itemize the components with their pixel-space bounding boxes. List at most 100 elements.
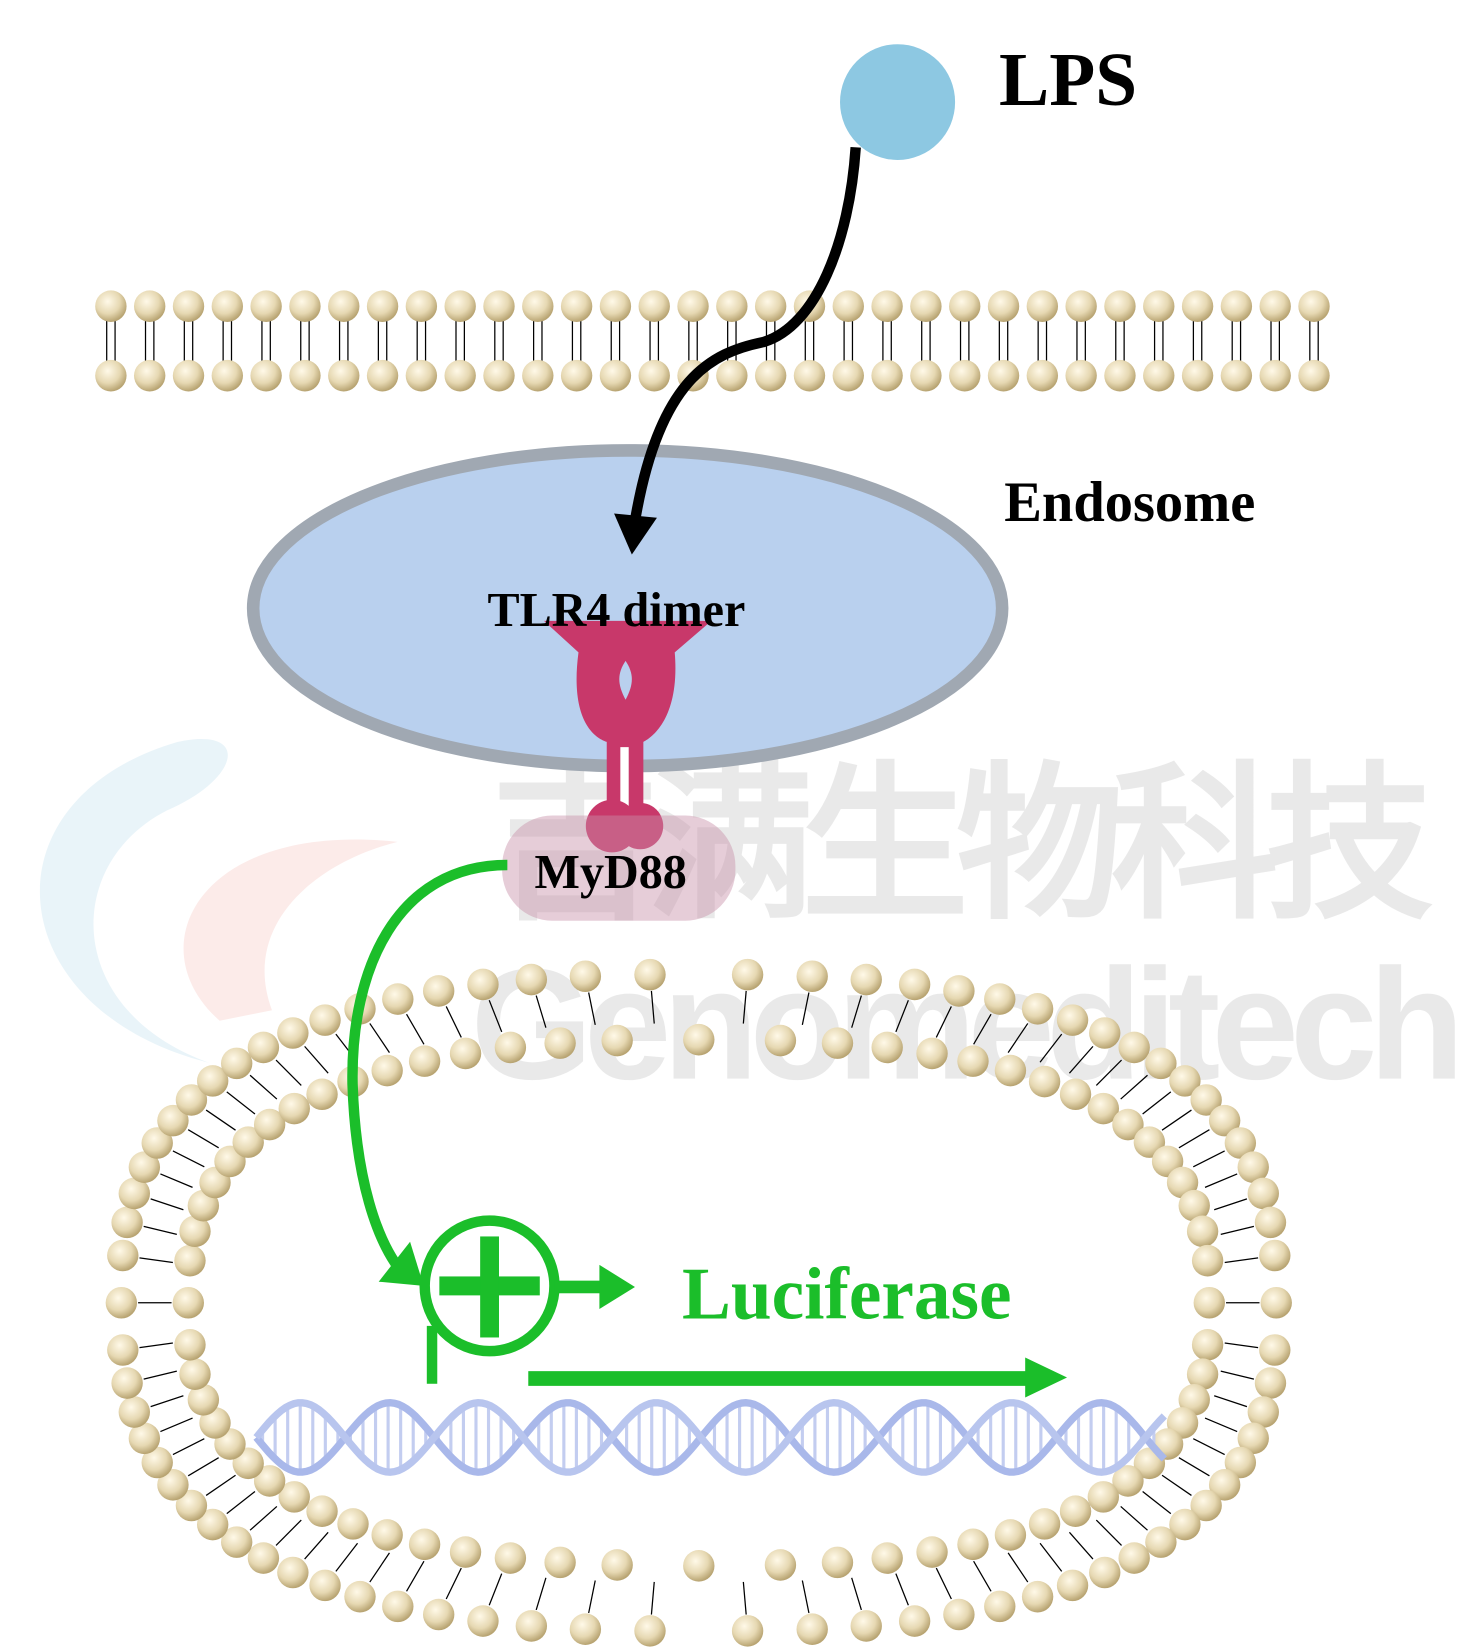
lipid-head [408, 1045, 441, 1077]
lipid-head [1259, 1334, 1291, 1366]
lipid-head [638, 359, 670, 392]
lipid-tail [335, 1542, 359, 1572]
lipid-tail [275, 1519, 302, 1546]
watermark-en: Genomeditech [471, 937, 1465, 1113]
lipid-head [1087, 1481, 1120, 1513]
lipid-head [309, 1004, 341, 1036]
lipid-head [1143, 290, 1175, 323]
lipid-head [449, 1037, 482, 1070]
lipid-head [522, 290, 554, 323]
lipid-head [111, 1367, 143, 1399]
lipid-head [1191, 1329, 1224, 1361]
lipid-tail [742, 1581, 747, 1615]
lipid-tail [1007, 1023, 1029, 1053]
lipid-head [1059, 1495, 1092, 1527]
lps-arrow [629, 146, 861, 522]
lipid-head [232, 1126, 264, 1158]
lipid-head [916, 1037, 948, 1070]
lipid-head [916, 1536, 948, 1568]
lipid-head [1021, 993, 1054, 1025]
lipid-tail [304, 1531, 329, 1560]
tlr4-label: TLR4 dimer [487, 584, 745, 637]
lipid-head [250, 359, 282, 392]
lipid-head [1028, 1065, 1061, 1098]
lipid-head [871, 290, 903, 323]
lipid-head [731, 1615, 764, 1647]
lipid-tail [1039, 1033, 1063, 1063]
lipid-head [1254, 1367, 1287, 1399]
lipid-head [174, 1244, 206, 1277]
lipid-head [1186, 1358, 1219, 1390]
lipid-tail [1161, 1474, 1192, 1496]
lipid-head [105, 1286, 138, 1319]
dna-strand [253, 1399, 1167, 1476]
lipid-head [949, 290, 981, 323]
lipid-head [483, 359, 515, 392]
transcription-arrow [528, 1371, 1031, 1386]
lipid-head [754, 290, 787, 323]
lipid-head [220, 1526, 253, 1558]
lipid-head [677, 290, 709, 323]
lipid-head [250, 290, 282, 323]
lipid-head [1259, 290, 1291, 323]
lipid-head [196, 1065, 229, 1097]
lipid-head [910, 359, 942, 392]
lipid-head [943, 975, 975, 1007]
lipid-tail [742, 990, 747, 1024]
lipid-tail [369, 1023, 390, 1053]
lipid-tail [1068, 1531, 1094, 1560]
lipid-head [599, 290, 632, 323]
lipid-head [128, 1151, 161, 1183]
lipid-head [599, 359, 632, 392]
lipid-tail [275, 1059, 302, 1086]
lipid-head [560, 290, 593, 323]
lipid-head [821, 1546, 854, 1579]
lipid-head [1208, 1469, 1241, 1501]
lipid-head [179, 1215, 211, 1248]
lipid-head [1145, 1047, 1177, 1080]
lipid-head [309, 1569, 341, 1602]
lipid-tail [445, 1567, 462, 1600]
lipid-head [1237, 1151, 1269, 1183]
lipid-head [1104, 290, 1136, 323]
lipid-tail [1068, 1045, 1094, 1074]
lipid-tail [172, 1438, 205, 1456]
lipid-head [716, 359, 748, 392]
lipid-head [494, 1031, 527, 1064]
lipid-tail [160, 1417, 193, 1433]
watermark-logo-swoosh [39, 738, 228, 1063]
lipid-head [1112, 1108, 1144, 1141]
lipid-tail [150, 1395, 184, 1408]
lipid-tail [160, 1173, 193, 1188]
lipid-head [128, 1422, 161, 1455]
lipid-tail [801, 992, 810, 1026]
luciferase-label: Luciferase [682, 1253, 1011, 1334]
dna-strand [253, 1399, 1167, 1476]
lipid-head [444, 359, 476, 392]
signal-path [347, 859, 1068, 1398]
lipid-head [1056, 1569, 1089, 1602]
lipid-head [278, 1481, 310, 1513]
lipid-head [449, 1536, 482, 1568]
lipid-head [134, 359, 166, 392]
lipid-tail [226, 1091, 256, 1115]
lipid-head [984, 983, 1016, 1015]
lipid-tail [1142, 1491, 1172, 1515]
lipid-head [211, 359, 244, 392]
lipid-head [289, 290, 321, 323]
lipid-head [1259, 359, 1291, 392]
lipid-tail [1007, 1552, 1029, 1583]
lipid-tail [895, 1000, 909, 1033]
lipid-head [850, 1610, 882, 1642]
lipid-head [1112, 1465, 1144, 1497]
lipid-head [1190, 1084, 1222, 1116]
lipid-head [1089, 1017, 1121, 1049]
lipid-head [764, 1024, 797, 1057]
lipid-tail [1178, 1129, 1210, 1149]
lipid-head [1118, 1031, 1150, 1064]
lipid-tail [172, 1150, 205, 1168]
lipid-head [141, 1446, 173, 1479]
lipid-head [175, 1489, 208, 1522]
lipid-tail [1142, 1091, 1172, 1115]
lipid-head [1065, 290, 1097, 323]
